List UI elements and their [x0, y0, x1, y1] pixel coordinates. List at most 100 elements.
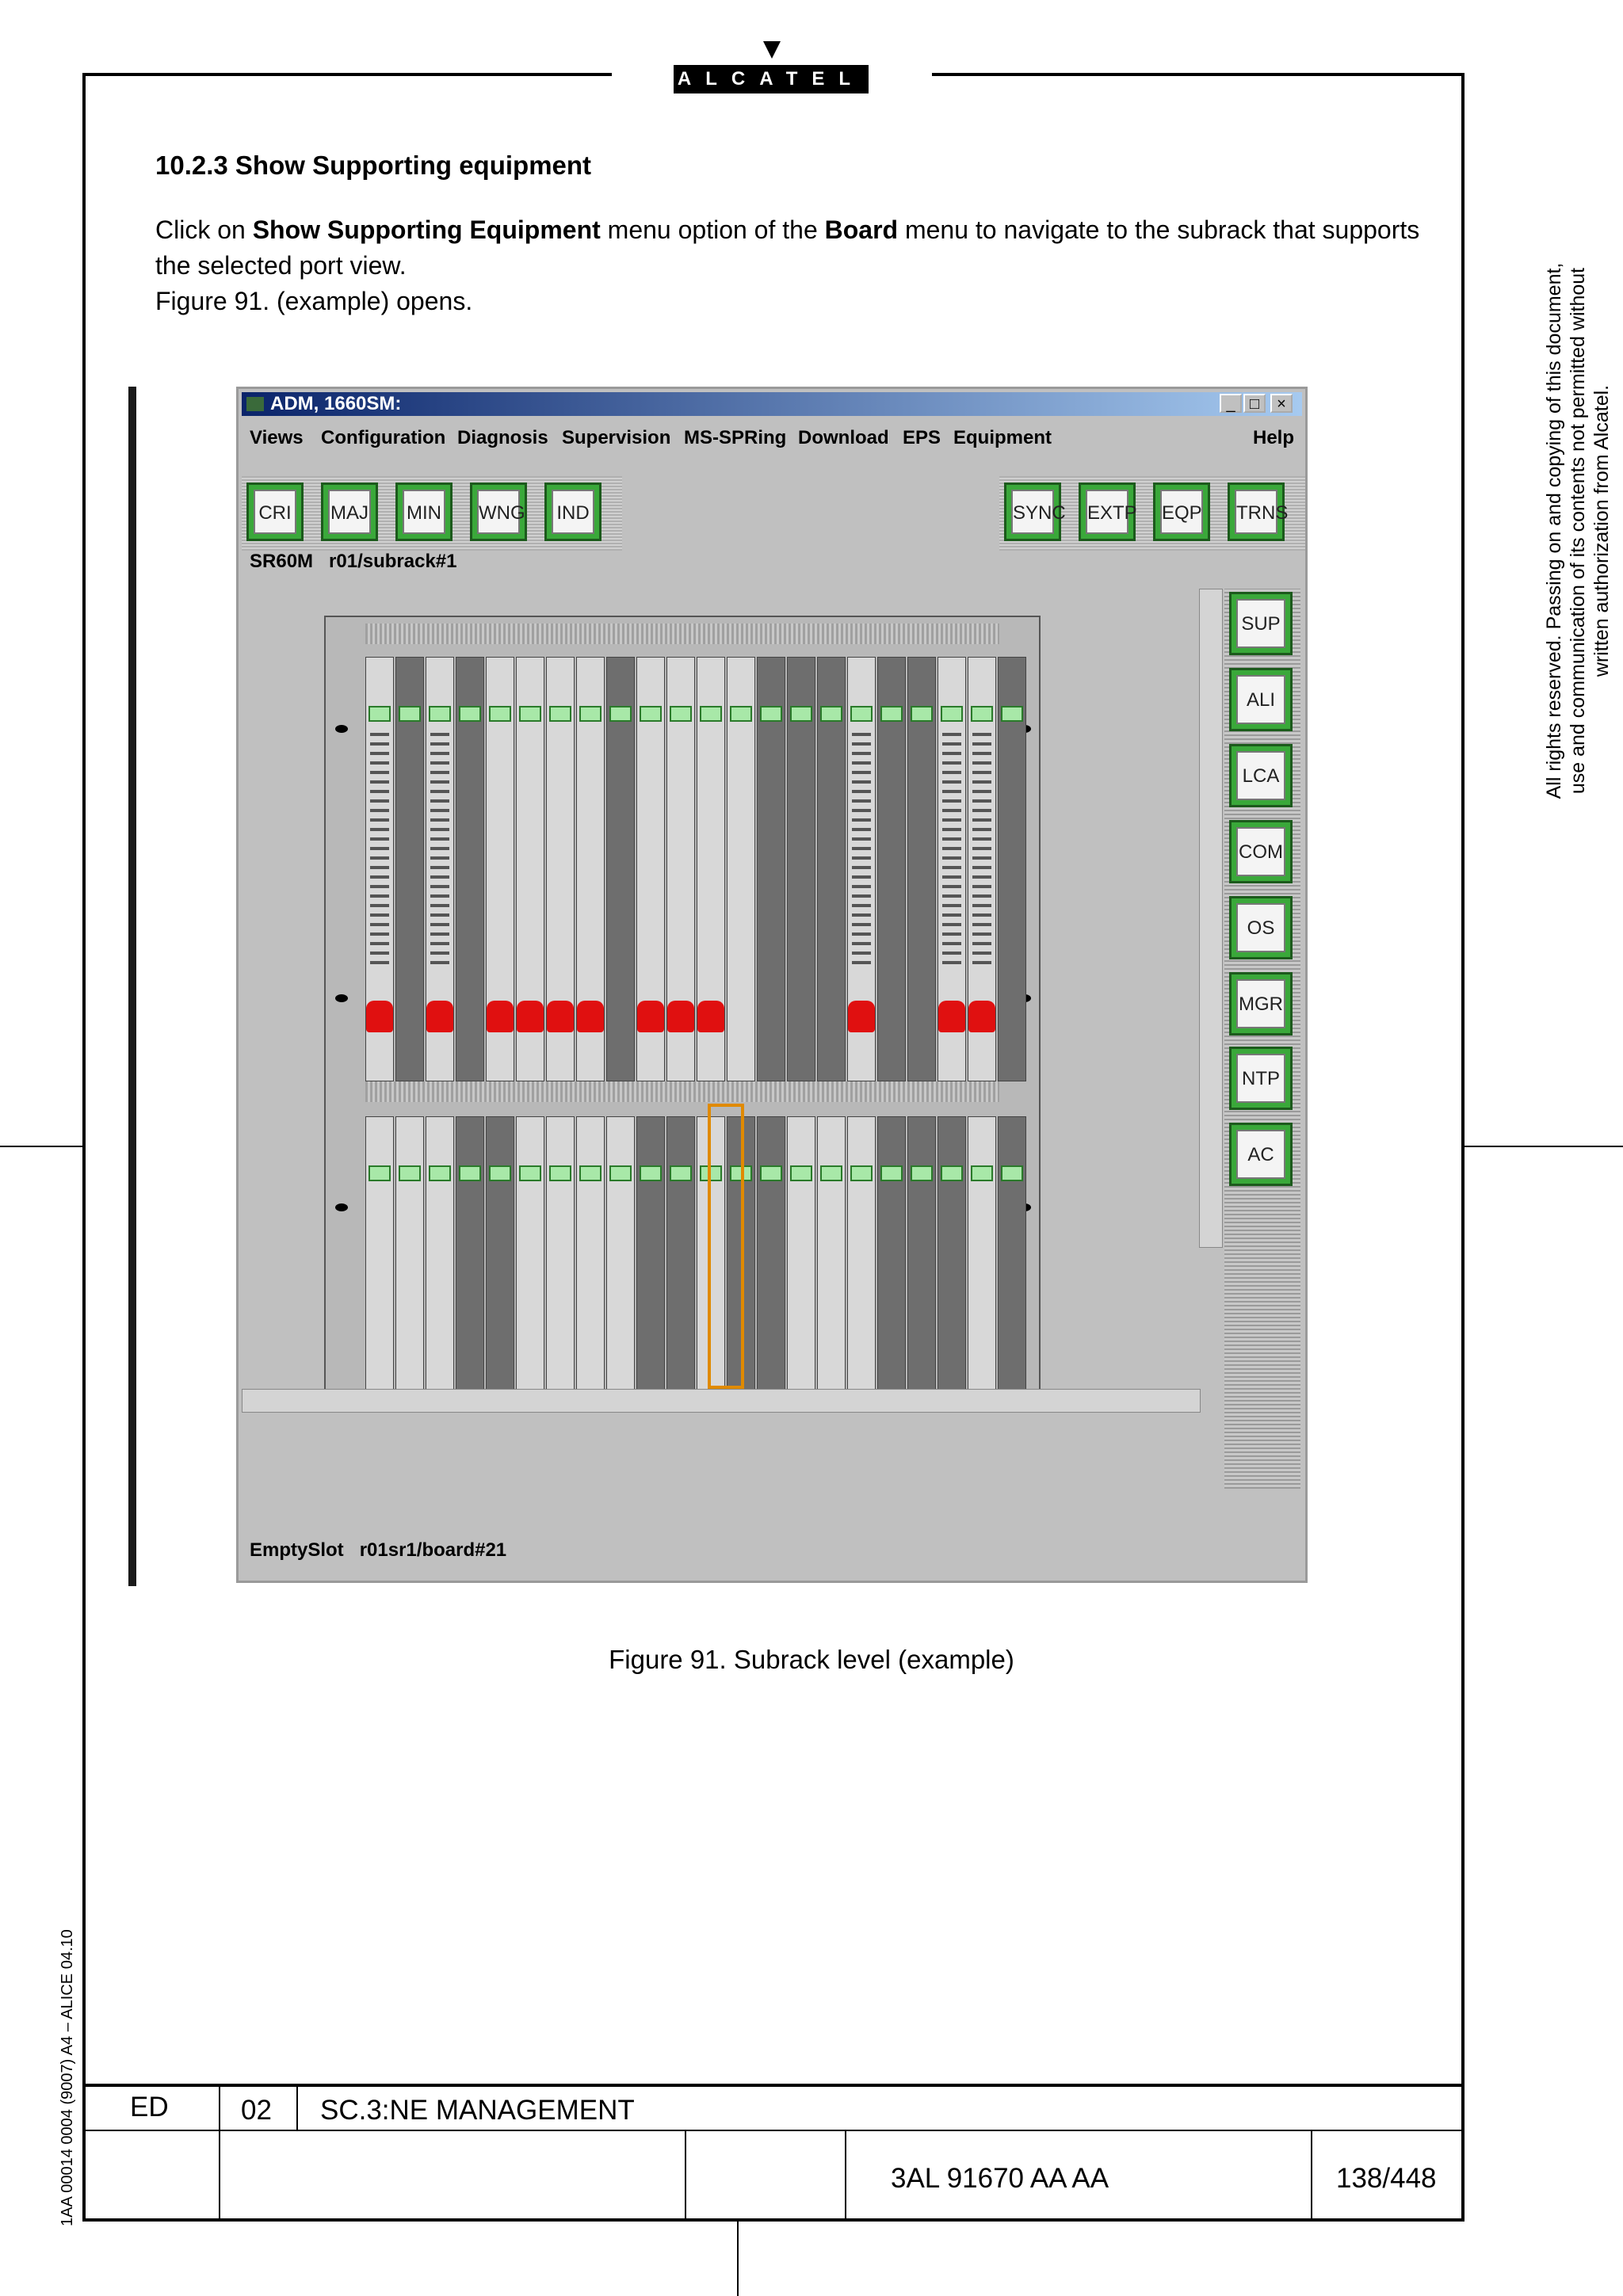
status-led	[971, 706, 993, 722]
empty-slot[interactable]	[907, 1116, 936, 1394]
minimize-button[interactable]: _	[1220, 394, 1242, 413]
status-led	[850, 706, 873, 722]
status-led	[700, 706, 722, 722]
lock-icon	[848, 1001, 875, 1032]
board-slot[interactable]	[576, 1116, 605, 1394]
alarm-maj-button[interactable]: MAJ	[321, 482, 378, 541]
menu-ms-spring[interactable]: MS-SPRing	[684, 427, 787, 448]
menu-eps[interactable]: EPS	[903, 427, 941, 448]
board-slot[interactable]	[546, 1116, 575, 1394]
board-slot[interactable]	[968, 1116, 996, 1394]
board-slot[interactable]	[697, 1116, 725, 1394]
alarm-eqp-button[interactable]: EQP	[1153, 482, 1210, 541]
mgr-button[interactable]: MGR	[1229, 972, 1293, 1035]
empty-slot[interactable]	[877, 657, 906, 1081]
status-location: r01sr1/board#21	[359, 1539, 507, 1561]
lca-button[interactable]: LCA	[1229, 744, 1293, 807]
status-led	[820, 706, 842, 722]
empty-slot[interactable]	[606, 657, 635, 1081]
status-led	[880, 1165, 903, 1181]
selected-slot-highlight[interactable]	[708, 1104, 744, 1389]
ac-button[interactable]: AC	[1229, 1123, 1293, 1186]
alcatel-logo: ALCATEL	[674, 65, 869, 93]
status-bar: EmptySlot r01sr1/board#21	[250, 1539, 506, 1562]
empty-slot[interactable]	[456, 657, 484, 1081]
empty-slot[interactable]	[938, 1116, 966, 1394]
status-led	[971, 1165, 993, 1181]
empty-slot[interactable]	[877, 1116, 906, 1394]
board-slot[interactable]	[847, 1116, 876, 1394]
text-run: Click on	[155, 215, 253, 244]
edition-label: ED	[130, 2092, 169, 2122]
view-location: r01/subrack#1	[329, 551, 457, 572]
alarm-extp-button[interactable]: EXTP	[1079, 482, 1137, 541]
status-led	[519, 706, 541, 722]
board-slot[interactable]	[606, 1116, 635, 1394]
alarm-cri-button[interactable]: CRI	[246, 482, 304, 541]
empty-slot[interactable]	[395, 657, 424, 1081]
empty-slot[interactable]	[757, 657, 785, 1081]
empty-slot[interactable]	[666, 1116, 695, 1394]
lock-icon	[637, 1001, 664, 1032]
screw-icon	[335, 994, 348, 1002]
menu-views[interactable]: Views	[250, 427, 304, 448]
alarm-wng-button[interactable]: WNG	[470, 482, 527, 541]
status-led	[880, 706, 903, 722]
board-slot[interactable]	[817, 1116, 846, 1394]
empty-slot[interactable]	[636, 1116, 665, 1394]
board-slot[interactable]	[365, 1116, 394, 1394]
board-slot[interactable]	[787, 1116, 815, 1394]
lock-icon	[938, 1001, 965, 1032]
empty-slot[interactable]	[998, 657, 1026, 1081]
empty-slot[interactable]	[456, 1116, 484, 1394]
status-led	[519, 1165, 541, 1181]
alarm-ind-button[interactable]: IND	[544, 482, 601, 541]
menu-supervision[interactable]: Supervision	[562, 427, 671, 448]
empty-slot[interactable]	[787, 657, 815, 1081]
menu-download[interactable]: Download	[798, 427, 889, 448]
empty-slot[interactable]	[817, 657, 846, 1081]
com-button[interactable]: COM	[1229, 820, 1293, 883]
menu-configuration[interactable]: Configuration	[321, 427, 446, 448]
close-button[interactable]: ×	[1270, 394, 1293, 413]
horizontal-scrollbar[interactable]	[242, 1389, 1201, 1413]
status-led	[549, 706, 571, 722]
status-led	[700, 1165, 722, 1181]
sup-button[interactable]: SUP	[1229, 592, 1293, 655]
board-slot[interactable]	[727, 657, 755, 1081]
menu-equipment[interactable]: Equipment	[953, 427, 1052, 448]
menu-diagnosis[interactable]: Diagnosis	[457, 427, 548, 448]
maximize-button[interactable]: □	[1243, 394, 1266, 413]
empty-slot[interactable]	[757, 1116, 785, 1394]
empty-slot[interactable]	[907, 657, 936, 1081]
ntp-button[interactable]: NTP	[1229, 1047, 1293, 1110]
status-led	[820, 1165, 842, 1181]
alarm-label: SYNC	[1011, 490, 1066, 534]
board-slot[interactable]	[516, 1116, 544, 1394]
status-led	[399, 1165, 421, 1181]
empty-slot[interactable]	[486, 1116, 514, 1394]
alarm-sync-button[interactable]: SYNC	[1004, 482, 1066, 541]
logo-triangle-icon	[763, 41, 781, 59]
section-heading: 10.2.3 Show Supporting equipment	[155, 151, 592, 180]
ali-button[interactable]: ALI	[1229, 668, 1293, 731]
empty-slot[interactable]	[998, 1116, 1026, 1394]
alarm-min-button[interactable]: MIN	[395, 482, 453, 541]
menu-help[interactable]: Help	[1253, 427, 1295, 448]
status-led	[790, 1165, 812, 1181]
alarm-label: WNG	[477, 490, 525, 534]
board-slot[interactable]	[426, 1116, 454, 1394]
view-path: SR60M r01/subrack#1	[250, 551, 457, 573]
alarm-trns-button[interactable]: TRNS	[1228, 482, 1288, 541]
vertical-scrollbar[interactable]	[1199, 589, 1223, 1248]
status-led	[429, 706, 451, 722]
frame-top-right	[932, 73, 1465, 76]
alarm-label: CRI	[254, 490, 296, 534]
status-led	[670, 1165, 692, 1181]
board-slot[interactable]	[395, 1116, 424, 1394]
alarm-toolbar-left: CRI MAJ MIN WNG IND	[242, 476, 622, 551]
os-button[interactable]: OS	[1229, 896, 1293, 959]
footer-divider	[219, 2084, 220, 2220]
footer-stem	[737, 2220, 739, 2296]
footer-divider	[1311, 2130, 1312, 2220]
